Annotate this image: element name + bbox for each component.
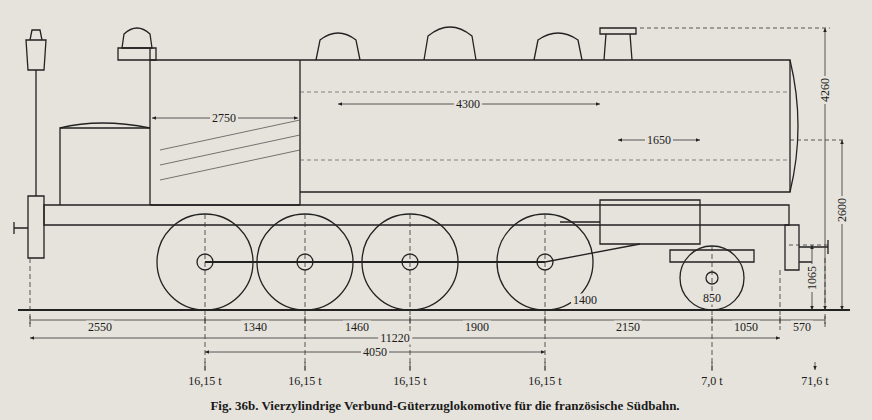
coupling-rod	[205, 261, 545, 263]
dimension-line	[842, 140, 843, 310]
dimension-label: 2550	[86, 321, 114, 334]
cylinder	[600, 200, 700, 244]
cab-roof	[60, 123, 150, 128]
front-buffer	[799, 240, 828, 262]
dimension-line	[825, 28, 826, 310]
dimension-label: 1900	[463, 321, 491, 334]
rear-buffer-beam	[28, 196, 44, 258]
cab-dome	[122, 28, 152, 48]
front-buffer-beam	[785, 225, 799, 270]
steam-dome	[424, 27, 476, 60]
dimension-label: 850	[701, 292, 723, 305]
axle-load: 16,15 t	[186, 375, 223, 388]
rear-buffer	[14, 222, 28, 234]
dimension-label: 2600	[836, 196, 849, 224]
axle-load: 16,15 t	[286, 375, 323, 388]
boiler-tube-lines	[300, 92, 790, 160]
dimension-label: 4300	[454, 98, 482, 111]
axle-load: 16,15 t	[526, 375, 563, 388]
sand-dome	[316, 33, 360, 60]
dimension-label: 4260	[819, 76, 832, 104]
boiler-barrel	[300, 60, 790, 192]
cab-side	[60, 128, 150, 205]
safety-valve-dome	[534, 33, 582, 60]
axle-load: 71,6 t	[799, 375, 830, 388]
dimension-ticks	[30, 316, 825, 324]
rail-line	[18, 309, 850, 311]
dimension-label: 11220	[378, 332, 412, 345]
grate-lines	[160, 120, 300, 180]
cab-front	[149, 48, 150, 205]
dimension-label: 4050	[361, 346, 389, 359]
dimension-label: 1050	[732, 321, 760, 334]
centre-lines	[30, 214, 825, 372]
dimension-label: 1340	[241, 321, 269, 334]
rear-lamp-post	[26, 30, 46, 196]
figure-caption: Fig. 36b. Vierzylindrige Verbund-Güterzu…	[210, 398, 679, 413]
dimension-line	[30, 320, 825, 321]
dimension-label: 1460	[343, 321, 371, 334]
axle-load: 7,0 t	[699, 375, 724, 388]
smokebox-door	[790, 60, 798, 192]
axle-load: 16,15 t	[391, 375, 428, 388]
load-arrows	[205, 362, 815, 370]
dimension-label: 2150	[614, 321, 642, 334]
cab-sandbox	[118, 48, 156, 60]
firebox	[150, 60, 300, 205]
dimension-label: 1065	[806, 264, 819, 292]
dimension-label: 570	[791, 321, 813, 334]
chimney	[600, 28, 636, 60]
dimension-label: 1650	[645, 134, 673, 147]
dimension-label: 1400	[571, 294, 599, 307]
extension-lines	[640, 28, 846, 245]
dimension-label: 2750	[210, 112, 238, 125]
